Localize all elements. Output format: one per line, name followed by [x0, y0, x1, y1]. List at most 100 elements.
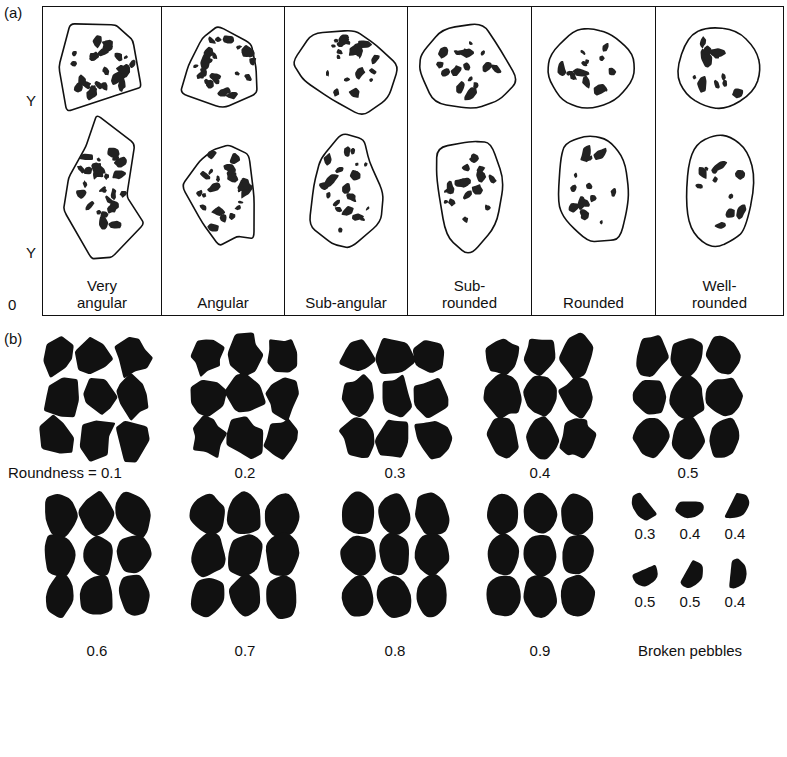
figure-label: Y	[26, 92, 36, 109]
pebble-silhouette	[705, 378, 743, 416]
pebble-silhouette	[706, 336, 741, 375]
broken-pebble	[675, 501, 704, 518]
surface-texture	[602, 43, 608, 52]
surface-texture	[202, 193, 206, 197]
surface-texture	[489, 174, 497, 183]
surface-texture	[482, 62, 491, 72]
surface-texture	[463, 48, 470, 56]
grain-sketch	[687, 135, 754, 246]
surface-texture	[732, 89, 743, 99]
pebble-silhouette	[191, 532, 225, 578]
surface-texture	[193, 64, 198, 68]
surface-texture	[118, 77, 126, 92]
surface-texture	[697, 76, 706, 93]
surface-texture	[590, 195, 597, 202]
surface-texture	[116, 65, 129, 75]
surface-texture	[448, 198, 455, 206]
surface-texture	[89, 85, 96, 95]
pebble-silhouette	[339, 339, 375, 371]
class-label: Well-rounded	[678, 277, 762, 311]
pebble-silhouette	[672, 416, 705, 459]
pebble-silhouette	[671, 338, 703, 377]
surface-texture	[468, 76, 473, 81]
surface-texture	[93, 35, 102, 48]
surface-texture	[72, 51, 77, 56]
surface-texture	[736, 204, 746, 219]
pebble-silhouette	[228, 332, 263, 376]
surface-texture	[235, 72, 240, 76]
pebble-silhouette	[78, 491, 114, 536]
surface-texture	[115, 53, 123, 62]
figure-label: Roundness = 0.1	[8, 464, 122, 481]
surface-texture	[220, 214, 227, 222]
surface-texture	[582, 75, 590, 88]
figure-label: 0.3	[635, 525, 656, 542]
surface-texture	[324, 153, 332, 166]
surface-texture	[344, 146, 351, 157]
surface-texture	[94, 81, 102, 89]
surface-texture	[354, 43, 362, 47]
surface-texture	[78, 74, 86, 85]
pebble-silhouette	[709, 418, 739, 458]
grain-sketch	[548, 29, 634, 108]
surface-texture	[491, 64, 502, 73]
pebble-silhouette	[415, 533, 450, 576]
surface-texture	[566, 71, 573, 76]
surface-texture	[436, 62, 443, 69]
surface-texture	[355, 67, 365, 79]
figure-label: 0.4	[680, 525, 701, 542]
pebble-silhouette	[189, 494, 224, 535]
pebble-silhouette	[413, 340, 444, 372]
pebble-silhouette	[375, 420, 408, 458]
pebble-silhouette	[225, 373, 266, 412]
surface-texture	[581, 212, 589, 220]
surface-texture	[481, 50, 485, 55]
shape-panel: Well-rounded	[655, 6, 784, 316]
pebble-silhouette	[115, 337, 153, 378]
pebble-silhouette	[267, 339, 297, 372]
surface-texture	[456, 81, 465, 93]
surface-texture	[444, 200, 449, 204]
surface-texture	[207, 224, 219, 232]
surface-texture	[326, 192, 330, 199]
figure-label: 0.5	[680, 593, 701, 610]
pebble-silhouette	[559, 418, 596, 458]
pebble-silhouette	[83, 536, 112, 577]
surface-texture	[441, 68, 450, 76]
surface-texture	[609, 68, 617, 76]
pebble-silhouette	[226, 416, 263, 459]
figure-label: 0.6	[87, 642, 108, 659]
pebble-silhouette	[414, 378, 449, 418]
surface-texture	[207, 183, 220, 193]
pebble-silhouette	[117, 535, 152, 573]
pebble-silhouette	[636, 335, 669, 377]
surface-texture	[338, 228, 342, 233]
surface-texture	[461, 178, 469, 187]
surface-texture	[722, 80, 727, 87]
broken-pebble	[632, 565, 657, 587]
pebble-silhouette	[80, 575, 113, 614]
surface-texture	[469, 41, 473, 45]
grain-sketch	[181, 27, 257, 107]
surface-texture	[469, 154, 479, 163]
shape-panel: Rounded	[531, 6, 656, 316]
shape-panel: Sub-rounded	[407, 6, 532, 316]
surface-texture	[96, 210, 101, 215]
surface-texture	[208, 169, 213, 175]
surface-texture	[83, 180, 88, 187]
pebble-silhouette	[46, 573, 74, 618]
pebble-silhouette	[561, 494, 593, 536]
surface-texture	[211, 76, 219, 84]
surface-texture	[573, 68, 590, 76]
pebble-silhouette	[669, 374, 704, 420]
pebble-silhouette	[191, 340, 225, 377]
surface-texture	[331, 44, 336, 47]
pebble-silhouette	[43, 336, 73, 377]
surface-texture	[354, 171, 358, 178]
surface-texture	[217, 89, 227, 97]
pebble-silhouette	[523, 535, 556, 577]
surface-texture	[350, 170, 361, 180]
figure-label: 0.4	[530, 464, 551, 481]
surface-texture	[242, 178, 251, 190]
surface-texture	[200, 171, 210, 180]
